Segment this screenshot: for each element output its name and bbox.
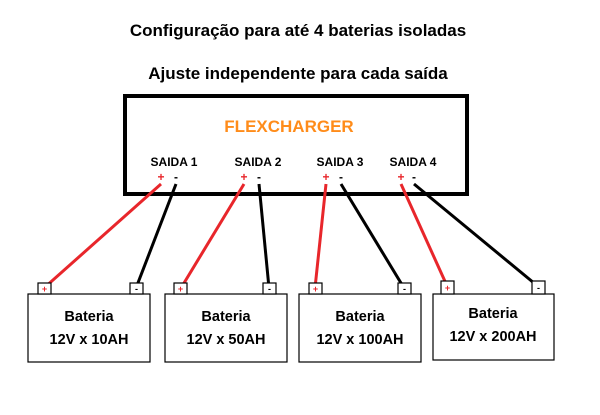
- output-4-plus-sign: +: [397, 170, 404, 184]
- battery-3-spec: 12V x 100AH: [316, 332, 403, 348]
- battery-1-plus-sign: +: [42, 284, 47, 294]
- output-2-label: SAIDA 2: [235, 155, 282, 169]
- wire-negative-3: [339, 183, 406, 289]
- charger-box: [123, 94, 469, 196]
- battery-1-body: [27, 293, 151, 363]
- battery-2-positive-terminal: [173, 282, 188, 295]
- battery-3: + - Bateria 12V x 100AH: [298, 282, 422, 363]
- battery-2: + - Bateria 12V x 50AH: [164, 282, 288, 363]
- battery-4-plus-sign: +: [445, 283, 450, 293]
- output-4-label: SAIDA 4: [390, 155, 437, 169]
- output-2-minus-sign: -: [257, 170, 261, 184]
- wire-negative-4: [413, 182, 541, 290]
- output-2-plus-sign: +: [240, 170, 247, 184]
- battery-4-minus-sign: -: [537, 283, 540, 293]
- battery-4-positive-terminal: [440, 280, 455, 295]
- battery-2-plus-sign: +: [178, 284, 183, 294]
- wire-positive-2: [179, 183, 246, 289]
- battery-4-body: [432, 293, 555, 361]
- battery-1-minus-sign: -: [135, 284, 138, 294]
- output-1-minus-sign: -: [174, 170, 178, 184]
- battery-3-positive-terminal: [308, 282, 323, 295]
- battery-4-name: Bateria: [468, 306, 518, 322]
- battery-3-negative-terminal: [397, 282, 412, 295]
- battery-1-positive-terminal: [37, 282, 52, 295]
- battery-4: + - Bateria 12V x 200AH: [432, 280, 555, 361]
- wire-negative-2: [257, 183, 271, 289]
- output-4-minus-sign: -: [412, 170, 416, 184]
- battery-2-name: Bateria: [201, 309, 251, 325]
- battery-1-negative-terminal: [129, 282, 144, 295]
- battery-4-spec: 12V x 200AH: [449, 329, 536, 345]
- wire-positive-4: [399, 183, 450, 289]
- output-3-plus-sign: +: [322, 170, 329, 184]
- title-line-1: Configuração para até 4 baterias isolada…: [130, 21, 466, 40]
- battery-3-name: Bateria: [335, 309, 385, 325]
- title-line-2: Ajuste independente para cada saída: [148, 64, 448, 83]
- output-3-minus-sign: -: [339, 170, 343, 184]
- battery-2-spec: 12V x 50AH: [187, 332, 266, 348]
- charger-name: FLEXCHARGER: [224, 117, 353, 136]
- wire-negative-1: [134, 183, 178, 289]
- wire-positive-3: [313, 183, 328, 289]
- battery-2-body: [164, 293, 288, 363]
- battery-1: + - Bateria 12V x 10AH: [27, 282, 151, 363]
- battery-2-negative-terminal: [262, 282, 277, 295]
- battery-2-minus-sign: -: [268, 284, 271, 294]
- output-1-label: SAIDA 1: [151, 155, 198, 169]
- battery-1-spec: 12V x 10AH: [50, 332, 129, 348]
- battery-1-name: Bateria: [64, 309, 114, 325]
- battery-3-plus-sign: +: [313, 284, 318, 294]
- wire-positive-1: [43, 182, 162, 290]
- battery-3-minus-sign: -: [403, 284, 406, 294]
- battery-3-body: [298, 293, 422, 363]
- battery-4-negative-terminal: [531, 280, 546, 295]
- output-1-plus-sign: +: [157, 170, 164, 184]
- output-3-label: SAIDA 3: [317, 155, 364, 169]
